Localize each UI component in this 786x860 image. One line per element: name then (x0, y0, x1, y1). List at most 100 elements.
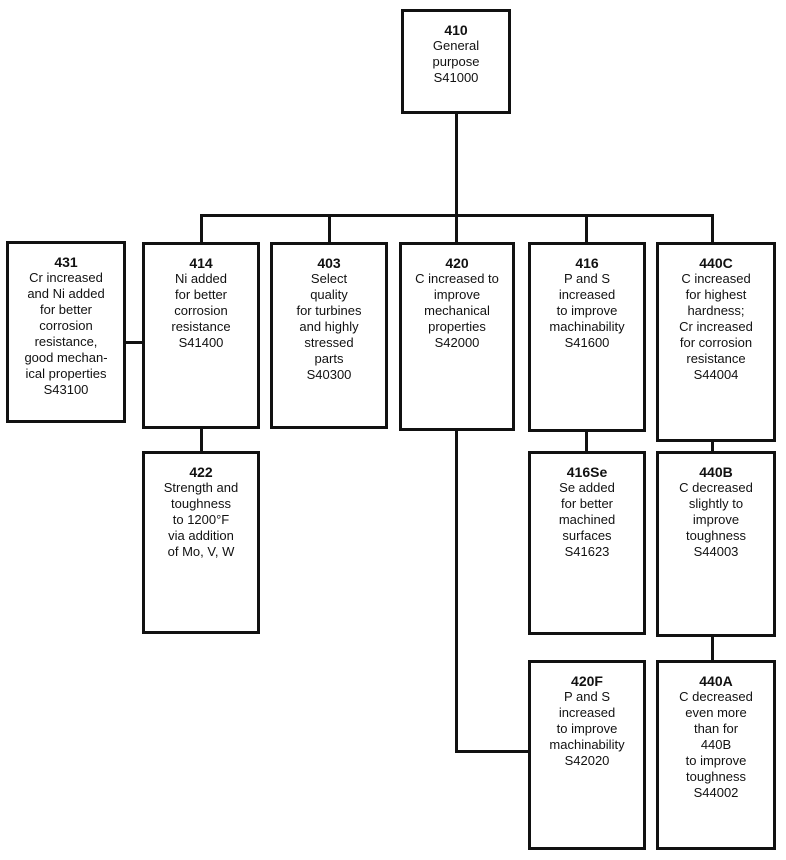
grade-description-line: S44004 (693, 367, 739, 382)
grade-code: 416 (575, 255, 599, 271)
grade-description-line: S41000 (433, 70, 479, 85)
grade-description-line: toughness (686, 769, 746, 784)
grade-description-line: for better (560, 496, 614, 511)
grade-description-line: to 1200°F (172, 512, 230, 527)
grade-description-line: S41600 (564, 335, 610, 350)
grade-description-line: S42020 (564, 753, 610, 768)
grade-description-line: S44002 (693, 785, 739, 800)
grade-description-line: for better (39, 302, 93, 317)
connector-drop-414 (200, 214, 203, 244)
grade-description-line: C increased to (415, 271, 499, 286)
grade-description-line: slightly to (688, 496, 744, 511)
grade-description-line: toughness (686, 528, 746, 543)
grade-code: 420 (445, 255, 469, 271)
grade-code: 440A (699, 673, 733, 689)
grade-description-line: resistance, (34, 334, 98, 349)
grade-description-line: increased (558, 287, 616, 302)
grade-code: 414 (189, 255, 213, 271)
grade-description-line: Cr increased (29, 270, 103, 285)
grade-description-line: corrosion (174, 303, 228, 318)
grade-code: 403 (317, 255, 341, 271)
connector-440B-440A (711, 635, 714, 662)
connector-410-trunk (455, 112, 458, 216)
grade-description-line: improve (433, 287, 481, 302)
grade-description-line: to improve (685, 753, 747, 768)
grade-description-line: hardness; (687, 303, 745, 318)
grade-description-line: to improve (556, 721, 618, 736)
grade-description-line: Cr increased (679, 319, 753, 334)
grade-description-line: for turbines (296, 303, 362, 318)
connector-416-416Se (585, 430, 588, 453)
grade-description-line: corrosion (39, 318, 93, 333)
grade-description-line: Se added (559, 480, 615, 495)
grade-description-line: S41400 (178, 335, 224, 350)
grade-description-line: improve (692, 512, 740, 527)
grade-description-line: P and S (563, 271, 611, 286)
grade-description-line: 440B (700, 737, 732, 752)
grade-code: 416Se (566, 464, 608, 480)
grade-description-line: good mechan- (24, 350, 108, 365)
grade-description-line: S41623 (564, 544, 610, 559)
grade-description-line: for better (174, 287, 228, 302)
grade-description-line: Ni added (174, 271, 228, 286)
grade-description-line: resistance (686, 351, 746, 366)
grade-description-line: via addition (168, 528, 234, 543)
grade-description-line: Strength and (163, 480, 239, 495)
grade-description-line: for corrosion (679, 335, 753, 350)
connector-420-down (455, 429, 458, 753)
grade-code: 410 (444, 22, 468, 38)
grade-description-line: S44003 (693, 544, 739, 559)
grade-description-line: General (432, 38, 480, 53)
connector-drop-440C (711, 214, 714, 244)
grade-description-line: even more (685, 705, 747, 720)
connector-drop-416 (585, 214, 588, 244)
grade-code: 431 (54, 254, 78, 270)
connector-420-420F (455, 750, 530, 753)
grade-description-line: S40300 (306, 367, 352, 382)
grade-description-line: machined (558, 512, 616, 527)
grade-description-line: S42000 (434, 335, 480, 350)
connector-drop-403 (328, 214, 331, 244)
grade-description-line: ical properties (25, 366, 107, 381)
grade-description-line: C decreased (679, 689, 753, 704)
grade-code: 440C (699, 255, 733, 271)
grade-description-line: resistance (171, 319, 231, 334)
grade-description-line: Select (310, 271, 348, 286)
grade-description-line: machinability (549, 737, 625, 752)
grade-description-line: of Mo, V, W (167, 544, 235, 559)
connector-drop-420 (455, 214, 458, 244)
grade-description-line: C decreased (679, 480, 753, 495)
connector-431-414 (124, 341, 144, 344)
grade-description-line: toughness (171, 496, 231, 511)
grade-description-line: purpose (432, 54, 480, 69)
grade-description-line: C increased (681, 271, 751, 286)
grade-code: 420F (571, 673, 603, 689)
grade-description-line: stressed (304, 335, 354, 350)
grade-description-line: than for (693, 721, 739, 736)
grade-description-line: and highly (299, 319, 359, 334)
connector-414-422 (200, 427, 203, 453)
grade-description-line: P and S (563, 689, 611, 704)
grade-code: 440B (699, 464, 733, 480)
grade-code: 422 (189, 464, 213, 480)
grade-description-line: surfaces (562, 528, 612, 543)
grade-description-line: quality (310, 287, 348, 302)
grade-description-line: machinability (549, 319, 625, 334)
grade-description-line: to improve (556, 303, 618, 318)
grade-description-line: for highest (685, 287, 747, 302)
grade-description-line: properties (428, 319, 486, 334)
connector-440C-440B (711, 440, 714, 453)
grade-description-line: parts (314, 351, 344, 366)
